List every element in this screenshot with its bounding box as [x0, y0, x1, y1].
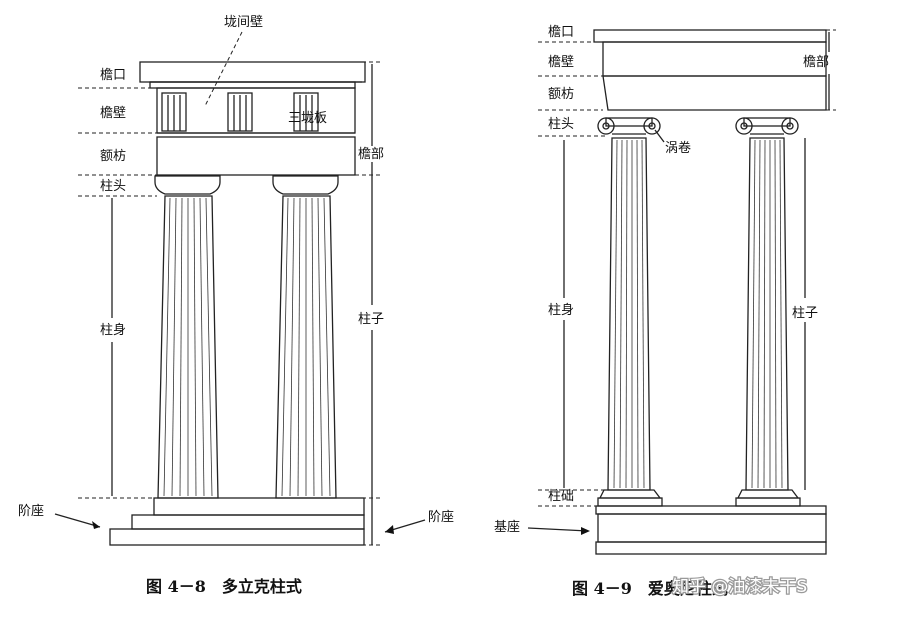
label-architrave: 额枋: [548, 86, 574, 102]
label-column: 柱子: [358, 312, 384, 327]
label-volute: 涡卷: [665, 140, 691, 156]
label-metope: 垅间壁: [224, 15, 263, 30]
ionic-order-drawing: [527, 29, 836, 555]
doric-shaft-left: [157, 195, 219, 499]
label-entablature: 檐部: [803, 55, 829, 70]
label-cornice: 檐口: [548, 25, 574, 40]
label-frieze: 檐壁: [548, 55, 574, 70]
label-base: 柱础: [548, 489, 574, 504]
label-triglyph: 三垅板: [288, 111, 327, 126]
label-capital: 柱头: [548, 117, 574, 132]
label-shaft: 柱身: [548, 302, 574, 318]
label-stylobate-right: 阶座: [428, 510, 454, 525]
label-capital: 柱头: [100, 179, 126, 194]
label-podium: 基座: [494, 520, 520, 535]
ionic-shaft-left: [607, 137, 651, 491]
label-entablature: 檐部: [358, 147, 384, 162]
ionic-shaft-right: [745, 137, 789, 491]
label-frieze: 檐壁: [100, 106, 126, 121]
caption-doric: 图 4－8 多立克柱式: [146, 577, 302, 596]
doric-order-drawing: [54, 31, 426, 546]
watermark-text: 知乎 @油漆未干S: [672, 577, 807, 597]
doric-shaft-right: [275, 195, 337, 499]
label-stylobate-left: 阶座: [18, 504, 44, 519]
triglyph-group: [161, 92, 319, 132]
label-architrave: 额枋: [100, 148, 126, 164]
ionic-labels: 檐口 檐壁 檐部 额枋 柱头 涡卷 柱身 柱子 柱础 基座 图 4－9 爱奥尼柱…: [494, 25, 829, 598]
ionic-capital-right: [735, 117, 799, 135]
label-cornice: 檐口: [100, 68, 126, 83]
label-column: 柱子: [792, 306, 818, 321]
ionic-capital-left: [597, 117, 661, 135]
label-shaft: 柱身: [100, 322, 126, 338]
doric-labels: 垅间壁 檐口 檐壁 三垅板 额枋 檐部 柱头 柱身 柱子 阶座 阶座 图 4－8…: [18, 15, 454, 596]
caption-ionic: 图 4－9 爱奥尼柱式: [572, 579, 728, 598]
